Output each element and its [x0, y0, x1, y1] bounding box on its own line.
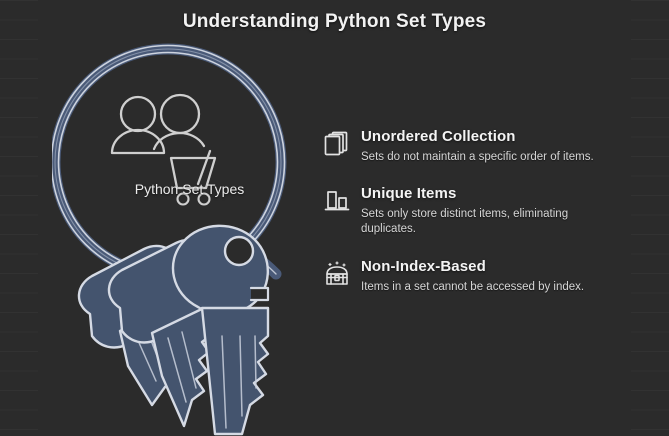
page-title: Understanding Python Set Types — [182, 11, 487, 32]
feature-item-unordered-collection: Unordered Collection Sets do not maintai… — [320, 126, 650, 165]
feature-description: Sets do not maintain a specific order of… — [361, 151, 594, 163]
feature-title: Unordered Collection — [361, 128, 516, 145]
key-bundle-icon — [77, 224, 270, 436]
feature-list: Unordered Collection Sets do not maintai… — [320, 126, 650, 313]
feature-item-unique-items: Unique Items Sets only store distinct it… — [320, 183, 650, 237]
key-ring-loop — [52, 43, 287, 268]
bar-chart-icon — [320, 184, 354, 218]
feature-description: Sets only store distinct items, eliminat… — [361, 208, 569, 236]
left-edge-texture — [0, 0, 38, 436]
ring-center-label: Python Set Types — [134, 181, 245, 197]
feature-item-non-index-based: Non-Index-Based Items in a set cannot be… — [320, 256, 650, 295]
feature-text-block: Unique Items Sets only store distinct it… — [354, 183, 601, 237]
feature-title: Unique Items — [361, 185, 457, 203]
feature-text-block: Unordered Collection Sets do not maintai… — [354, 126, 594, 165]
documents-stack-icon — [320, 127, 354, 161]
keyring-illustration — [52, 36, 327, 436]
feature-description: Items in a set cannot be accessed by ind… — [361, 280, 585, 293]
feature-title: Non-Index-Based — [361, 257, 486, 275]
key-front — [171, 224, 270, 436]
people-cart-icon — [110, 93, 217, 206]
feature-text-block: Non-Index-Based Items in a set cannot be… — [354, 256, 584, 295]
treasure-chest-icon — [320, 257, 354, 291]
